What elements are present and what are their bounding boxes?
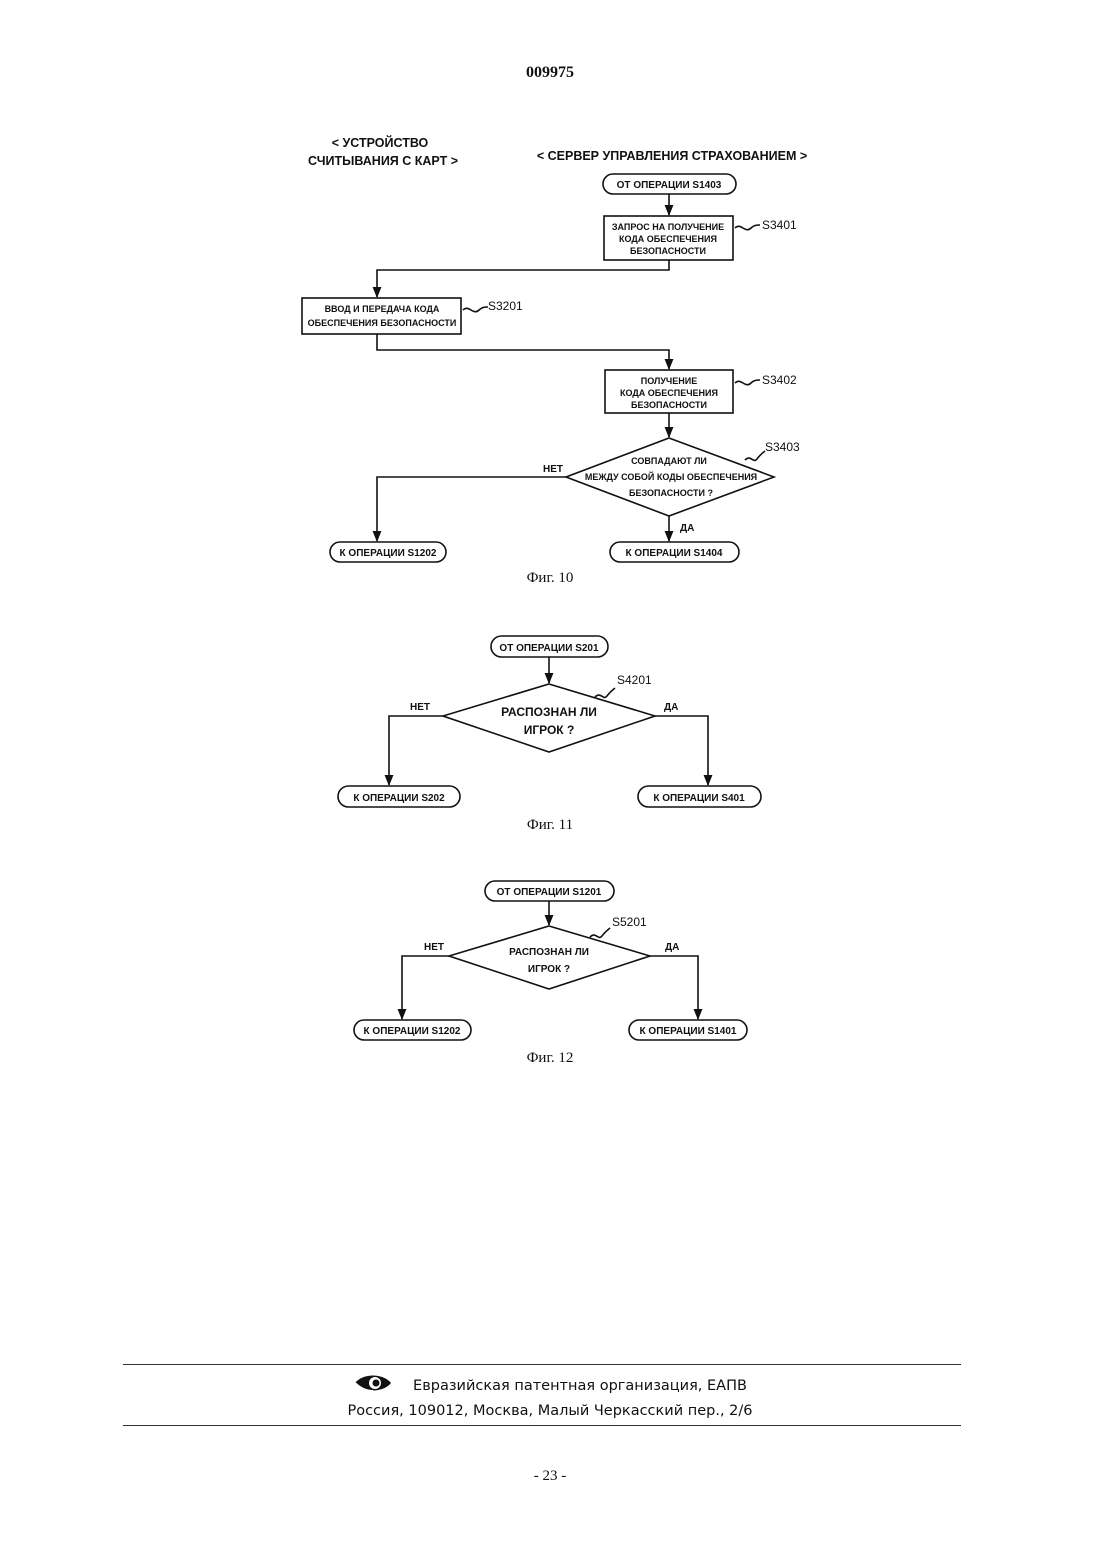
flowcharts: < УСТРОЙСТВО СЧИТЫВАНИЯ С КАРТ > < СЕРВЕ…: [0, 0, 1100, 1100]
column-label-card-reader-line2: СЧИТЫВАНИЯ С КАРТ >: [308, 154, 458, 168]
end-left-label: К ОПЕРАЦИИ S1202: [340, 548, 437, 559]
decision-s5201-line2: ИГРОК ?: [528, 964, 570, 975]
decision-s3403-line1: СОВПАДАЮТ ЛИ: [631, 456, 707, 466]
column-label-card-reader-line1: < УСТРОЙСТВО: [332, 135, 429, 150]
end-right-label: К ОПЕРАЦИИ S401: [653, 793, 745, 804]
end-right-label: К ОПЕРАЦИИ S1401: [640, 1026, 737, 1037]
figure-11-caption: Фиг. 11: [527, 817, 573, 833]
figure-11: [338, 636, 761, 807]
start-label: ОТ ОПЕРАЦИИ S1403: [617, 180, 722, 191]
branch-no-label: НЕТ: [424, 942, 444, 953]
decision-s4201-line2: ИГРОК ?: [524, 723, 575, 737]
branch-yes-label: ДА: [680, 523, 694, 534]
step-s3401-line3: БЕЗОПАСНОСТИ: [630, 246, 706, 256]
branch-no-label: НЕТ: [543, 464, 563, 475]
ref-s5201: S5201: [612, 915, 647, 929]
column-label-insurance-server: < СЕРВЕР УПРАВЛЕНИЯ СТРАХОВАНИЕМ >: [537, 149, 807, 163]
ref-s3401: S3401: [762, 218, 797, 232]
branch-yes-label: ДА: [665, 942, 679, 953]
figure-12: [354, 881, 747, 1040]
step-s3401-line2: КОДА ОБЕСПЕЧЕНИЯ: [619, 234, 717, 244]
branch-yes-label: ДА: [664, 702, 678, 713]
footer-organization: Евразийская патентная организация, ЕАПВ: [0, 1372, 1100, 1398]
figure-12-caption: Фиг. 12: [527, 1050, 574, 1066]
step-s3402-line2: КОДА ОБЕСПЕЧЕНИЯ: [620, 388, 718, 398]
step-s3402-line3: БЕЗОПАСНОСТИ: [631, 400, 707, 410]
end-left-label: К ОПЕРАЦИИ S1202: [364, 1026, 461, 1037]
step-s3402-line1: ПОЛУЧЕНИЕ: [641, 376, 697, 386]
step-s3201-line2: ОБЕСПЕЧЕНИЯ БЕЗОПАСНОСТИ: [308, 318, 457, 328]
step-s3401-line1: ЗАПРОС НА ПОЛУЧЕНИЕ: [612, 222, 724, 232]
ref-s3402: S3402: [762, 373, 797, 387]
ref-s4201: S4201: [617, 673, 652, 687]
ref-s3201: S3201: [488, 299, 523, 313]
ref-s3403: S3403: [765, 440, 800, 454]
page-number: - 23 -: [0, 1468, 1100, 1485]
organization-name: Евразийская патентная организация, ЕАПВ: [413, 1378, 747, 1394]
decision-s3403-line2: МЕЖДУ СОБОЙ КОДЫ ОБЕСПЕЧЕНИЯ: [585, 471, 757, 482]
end-right-label: К ОПЕРАЦИИ S1404: [626, 548, 723, 559]
decision-s3403-line3: БЕЗОПАСНОСТИ ?: [629, 488, 713, 498]
eye-logo-icon: [353, 1372, 393, 1398]
decision-s5201-line1: РАСПОЗНАН ЛИ: [509, 947, 589, 958]
start-label: ОТ ОПЕРАЦИИ S1201: [497, 887, 602, 898]
organization-address: Россия, 109012, Москва, Малый Черкасский…: [0, 1403, 1100, 1419]
start-label: ОТ ОПЕРАЦИИ S201: [499, 643, 599, 654]
decision-s4201-line1: РАСПОЗНАН ЛИ: [501, 705, 597, 719]
end-left-label: К ОПЕРАЦИИ S202: [353, 793, 445, 804]
footer-rule-top: [123, 1364, 961, 1365]
figure-10-caption: Фиг. 10: [527, 570, 574, 586]
branch-no-label: НЕТ: [410, 702, 430, 713]
step-s3201-line1: ВВОД И ПЕРЕДАЧА КОДА: [325, 304, 440, 314]
footer-rule-bottom: [123, 1425, 961, 1426]
figure-10: [302, 174, 774, 562]
